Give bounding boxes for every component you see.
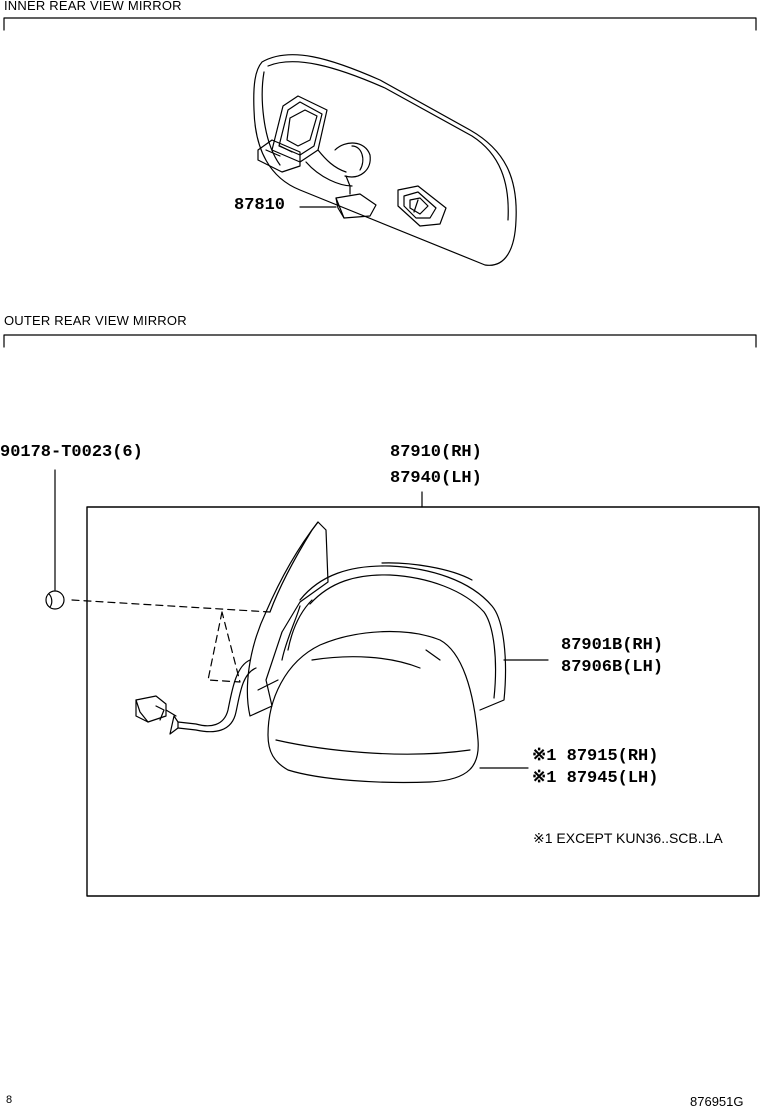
outer-section-bracket bbox=[3, 334, 757, 348]
mirror-base-drawing bbox=[246, 521, 329, 717]
footer-left-mark: 8 bbox=[6, 1094, 13, 1106]
mirror-glass-drawing bbox=[267, 631, 479, 784]
inner-section-title: INNER REAR VIEW MIRROR bbox=[4, 0, 182, 13]
mirror-assembly-box bbox=[86, 491, 760, 897]
diagram-id: 876951G bbox=[690, 1094, 744, 1109]
outer-section-title: OUTER REAR VIEW MIRROR bbox=[4, 313, 187, 328]
inner-mirror-drawing bbox=[253, 54, 517, 266]
inner-section-bracket bbox=[3, 17, 757, 31]
glass-lh-part-number: ※1 87945(LH) bbox=[532, 769, 659, 788]
screw-part-number: 90178-T0023(6) bbox=[0, 443, 143, 462]
cover-rh-part-number: 87901B(RH) bbox=[561, 636, 664, 655]
wire-harness-drawing bbox=[135, 659, 257, 735]
mirror-assy-lh-part-number: 87940(LH) bbox=[390, 469, 482, 488]
cover-lh-part-number: 87906B(LH) bbox=[561, 658, 664, 677]
glass-rh-part-number: ※1 87915(RH) bbox=[532, 747, 659, 766]
screw-part bbox=[45, 469, 65, 610]
dashed-locating-lines bbox=[71, 599, 271, 683]
mirror-assy-rh-part-number: 87910(RH) bbox=[390, 443, 482, 462]
leader-lines bbox=[479, 659, 549, 769]
mirror-cover-drawing bbox=[281, 562, 507, 711]
inner-mirror-part-number: 87810 bbox=[234, 196, 286, 215]
applicability-note: ※1 EXCEPT KUN36..SCB..LA bbox=[533, 830, 723, 846]
